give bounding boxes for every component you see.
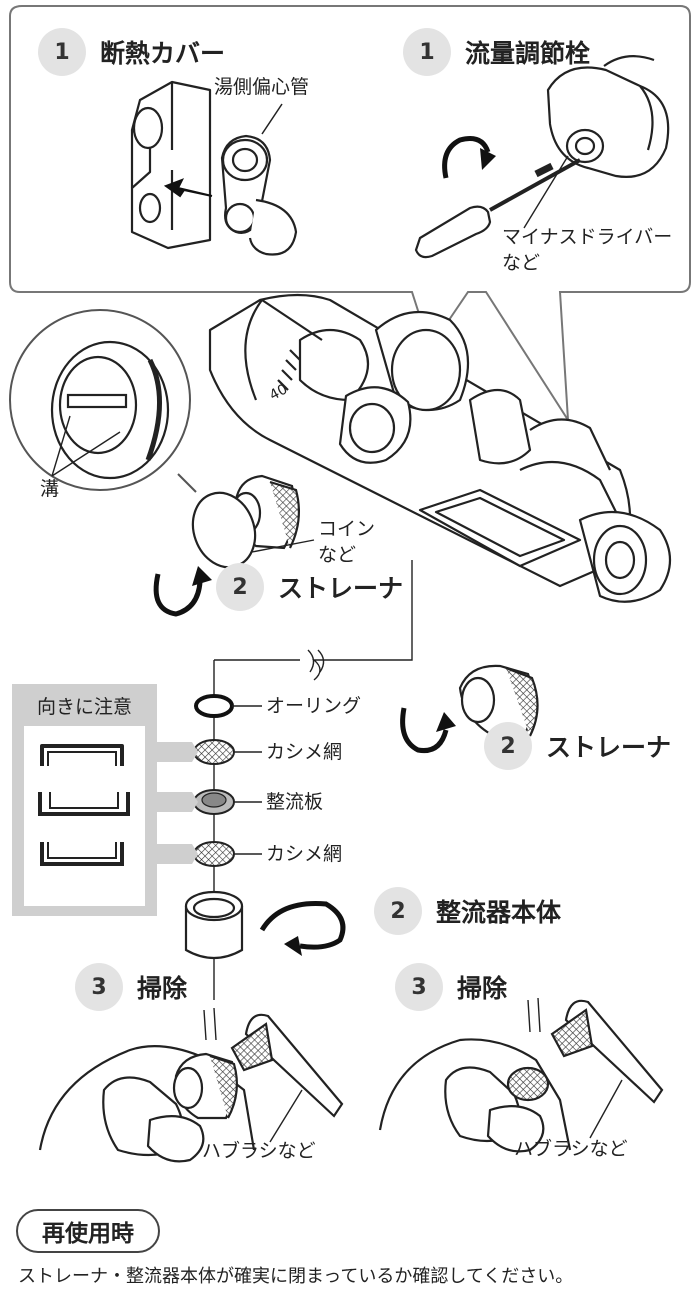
step-strainer-right: 2 ストレーナ <box>484 722 671 770</box>
eccentric-pipe-illustration <box>220 103 298 256</box>
faucet-body-illustration <box>208 293 671 603</box>
strainer-right-illustration <box>458 664 539 738</box>
step-number: 3 <box>75 963 123 1011</box>
mesh-clean-right <box>506 1066 550 1102</box>
orientation-note-title: 向きに注意 <box>36 696 132 718</box>
strainer-end-magnified <box>50 340 170 480</box>
mesh-bottom-part <box>193 841 235 867</box>
step-title: 流量調節栓 <box>465 39 591 68</box>
screwdriver-illustration <box>414 158 581 259</box>
rectifier-plate-part <box>193 789 235 815</box>
rectifier-body-part <box>184 890 244 960</box>
step-number: 2 <box>484 722 532 770</box>
label-screwdriver-2: など <box>502 252 541 274</box>
orientation-note-panel <box>24 726 145 906</box>
label-eccentric-pipe: 湯側偏心管 <box>214 76 310 98</box>
label-oring: オーリング <box>266 695 362 717</box>
step-number: 1 <box>38 28 86 76</box>
rotate-arrow-top-head <box>480 148 496 170</box>
strainer-clean-left <box>172 1052 239 1120</box>
label-toothbrush-left: ハブラシなど <box>202 1140 316 1162</box>
insert-arrow <box>163 178 213 198</box>
step-rectifier-body: 2 整流器本体 <box>374 887 561 935</box>
step-title: 掃除 <box>137 974 188 1003</box>
rotate-arrow-right <box>400 707 449 754</box>
note-pointer-1 <box>157 742 198 762</box>
step-number: 3 <box>395 963 443 1011</box>
toothbrush-right <box>550 999 664 1104</box>
rotate-arrow-body <box>259 901 346 950</box>
orientation-note: 向きに注意 <box>12 684 157 916</box>
rotate-arrow-left <box>153 573 203 617</box>
note-pointer-2 <box>157 792 198 812</box>
orientation-symbol-bottom <box>40 842 124 866</box>
flow-valve-illustration <box>546 55 670 178</box>
mesh-top-part <box>193 739 235 765</box>
step-number: 2 <box>374 887 422 935</box>
step-number: 1 <box>403 28 451 76</box>
label-mesh-top: カシメ網 <box>266 741 343 763</box>
label-mesh-bottom: カシメ網 <box>266 843 343 865</box>
label-toothbrush-right: ハブラシなど <box>514 1138 628 1160</box>
label-rectifier-plate: 整流板 <box>266 791 324 813</box>
orientation-symbol-top <box>40 744 124 766</box>
step-number: 2 <box>216 563 264 611</box>
label-coin-2: など <box>318 544 357 566</box>
step-flow-valve: 1 流量調節栓 <box>403 28 590 76</box>
step-title: 断熱カバー <box>100 39 226 68</box>
label-coin-1: コイン <box>318 518 376 540</box>
reuse-instruction: ストレーナ・整流器本体が確実に閉まっているか確認してください。 <box>18 1266 574 1287</box>
screwdriver-leader <box>523 155 569 229</box>
rotate-arrow-top <box>442 136 491 179</box>
step-title: 整流器本体 <box>436 898 562 927</box>
toothbrush-left <box>230 1013 344 1118</box>
step-title: ストレーナ <box>546 733 672 762</box>
orientation-symbol-middle <box>38 792 130 816</box>
label-screwdriver-1: マイナスドライバー <box>502 226 673 248</box>
step-title: ストレーナ <box>278 574 404 603</box>
hand-right-illustration <box>378 1038 572 1153</box>
insulation-cover-illustration <box>130 80 212 250</box>
reuse-badge: 再使用時 <box>16 1209 160 1253</box>
step-title: 掃除 <box>457 974 508 1003</box>
note-pointer-3 <box>157 844 198 864</box>
orientation-symbols <box>38 744 130 866</box>
step-insulation-cover: 1 断熱カバー <box>38 28 225 76</box>
step-clean-right: 3 掃除 <box>395 963 507 1011</box>
oring-part <box>194 694 234 718</box>
label-groove: 溝 <box>40 478 60 500</box>
step-strainer-left: 2 ストレーナ <box>216 563 403 611</box>
dial-mark: 40 <box>267 381 290 403</box>
step-clean-left: 3 掃除 <box>75 963 187 1011</box>
